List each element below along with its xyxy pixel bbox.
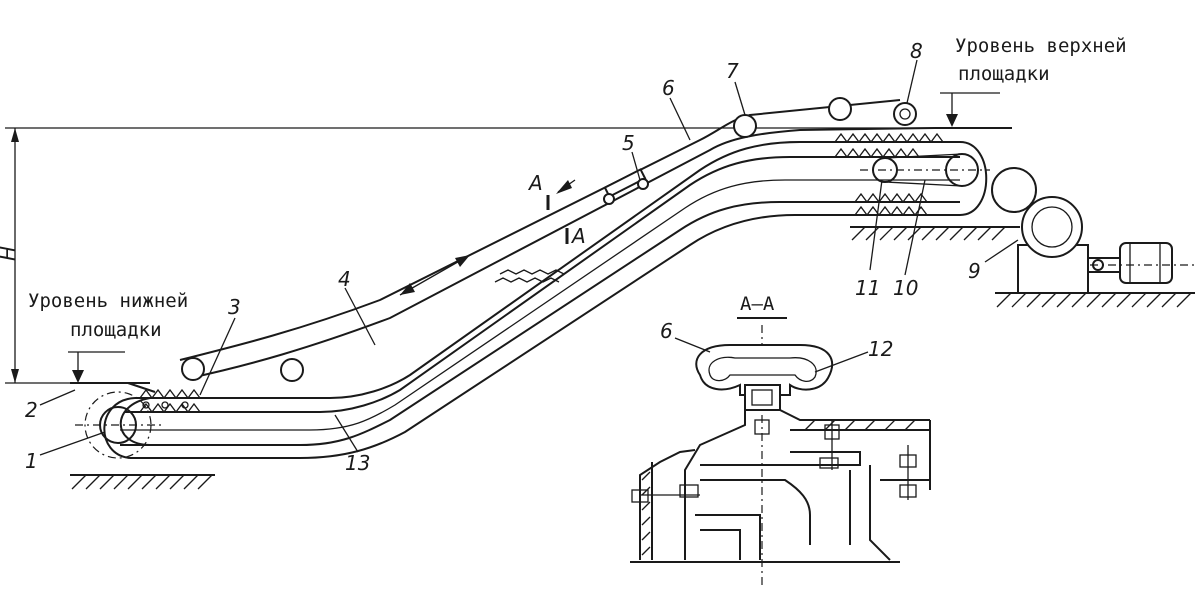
section-aa-view: А–А	[630, 293, 931, 585]
upper-level-label-line2: площадки	[958, 63, 1050, 85]
callouts: 1 2 3 4 5 6 7 8 9 10 11 12 13 6	[25, 39, 1019, 475]
callout-9: 9	[968, 259, 981, 283]
callout-10: 10	[893, 276, 918, 300]
callout-4: 4	[338, 267, 351, 291]
callout-11: 11	[855, 276, 880, 300]
callout-1: 1	[25, 449, 38, 473]
direction-arrows	[399, 254, 471, 296]
height-label: Н	[0, 246, 20, 261]
section-mark-a-lower: А	[570, 224, 586, 248]
callout-3: 3	[228, 295, 241, 319]
callout-6-section: 6	[660, 319, 673, 343]
height-dimension: Н	[0, 127, 1010, 384]
callout-5: 5	[622, 131, 635, 155]
lower-platform	[68, 351, 215, 490]
callout-12: 12	[868, 337, 893, 361]
drive-unit	[991, 167, 1195, 294]
lower-level-label-line2: площадки	[70, 319, 162, 341]
escalator-truss	[75, 132, 990, 459]
lower-level-label-line1: Уровень нижней	[28, 290, 188, 312]
callout-2: 2	[25, 398, 38, 422]
section-title: А–А	[740, 293, 775, 315]
section-mark-a-upper: А	[527, 171, 543, 195]
handrail	[179, 97, 936, 382]
section-mark: А А	[527, 171, 586, 248]
callout-6: 6	[662, 76, 675, 100]
upper-level-label-line1: Уровень верхней	[955, 35, 1127, 57]
callout-7: 7	[726, 59, 739, 83]
callout-8: 8	[910, 39, 923, 63]
callout-13: 13	[345, 451, 370, 475]
level-labels: Уровень нижней площадки Уровень верхней …	[28, 35, 1127, 341]
